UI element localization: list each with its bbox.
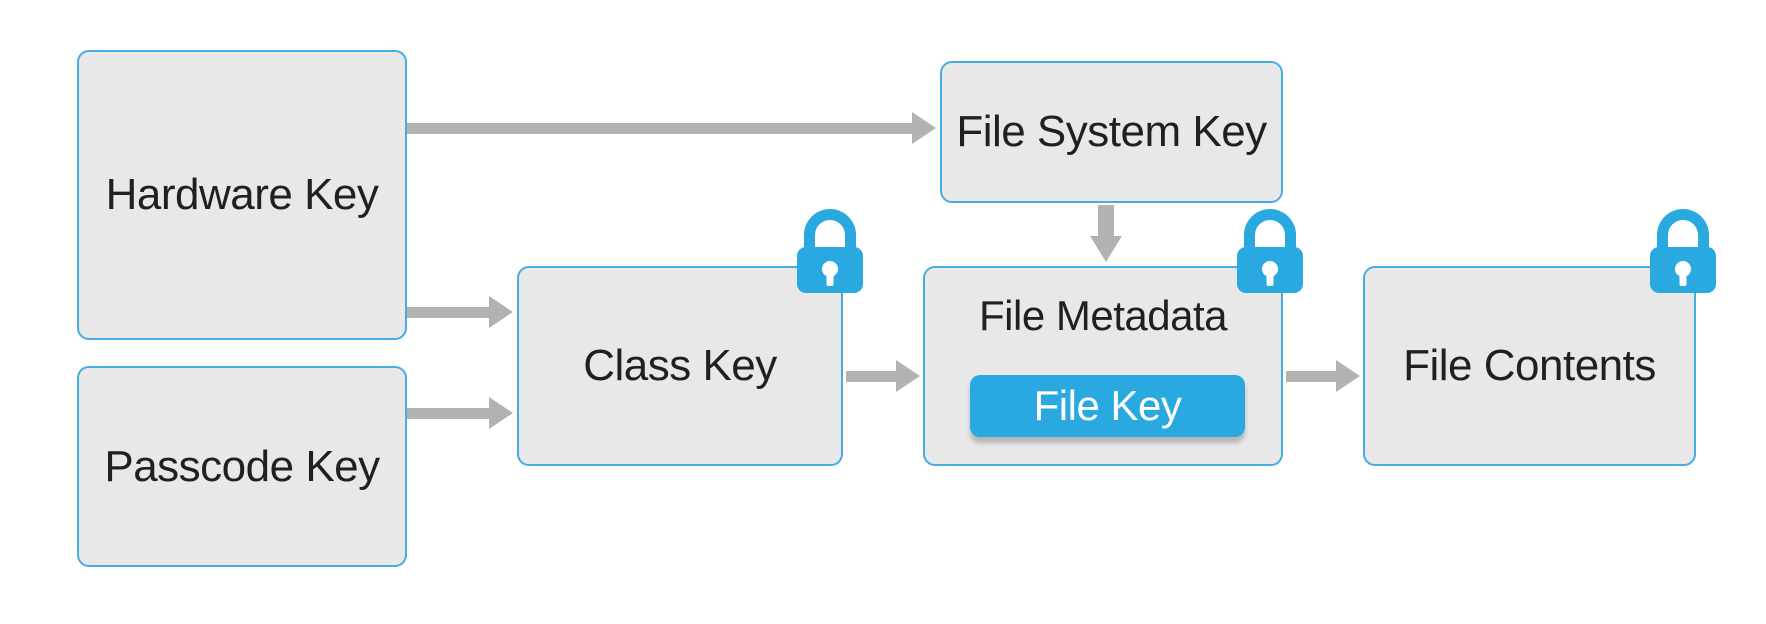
lock-keyhole-stem [826, 272, 834, 286]
node-passcode-key: Passcode Key [77, 366, 407, 567]
node-class-key: Class Key [517, 266, 843, 466]
lock-icon [797, 209, 863, 293]
node-file-system-key: File System Key [940, 61, 1283, 203]
node-label: File Contents [1403, 341, 1656, 390]
lock-icon [1650, 209, 1716, 293]
lock-shackle [804, 209, 856, 255]
node-file-metadata: File Metadata File Key [923, 266, 1283, 466]
arrow-shaft [407, 307, 490, 318]
arrow-head [489, 296, 513, 328]
node-label: Passcode Key [104, 441, 380, 491]
arrow-shaft [407, 123, 913, 134]
node-file-key: File Key [970, 375, 1245, 437]
lock-shackle [1657, 209, 1709, 255]
lock-keyhole [1675, 261, 1691, 277]
lock-keyhole-stem [1679, 272, 1687, 286]
arrow-head [912, 112, 936, 144]
lock-shackle [1244, 209, 1296, 255]
arrow-head [489, 397, 513, 429]
node-label: File Metadata [979, 292, 1227, 339]
node-file-contents: File Contents [1363, 266, 1696, 466]
node-label: Class Key [583, 341, 777, 390]
arrow-shaft [1098, 205, 1114, 238]
lock-keyhole-stem [1266, 272, 1274, 286]
arrow-head [1336, 360, 1360, 392]
lock-keyhole [822, 261, 838, 277]
arrow-head [1090, 236, 1122, 262]
lock-keyhole [1262, 261, 1278, 277]
arrow-shaft [407, 408, 490, 419]
arrow-head [896, 360, 920, 392]
node-hardware-key: Hardware Key [77, 50, 407, 340]
node-label: Hardware Key [105, 170, 379, 219]
node-label: File Key [1033, 382, 1182, 429]
lock-icon [1237, 209, 1303, 293]
arrow-shaft [846, 371, 898, 382]
node-label: File System Key [956, 107, 1267, 156]
arrow-shaft [1286, 371, 1338, 382]
